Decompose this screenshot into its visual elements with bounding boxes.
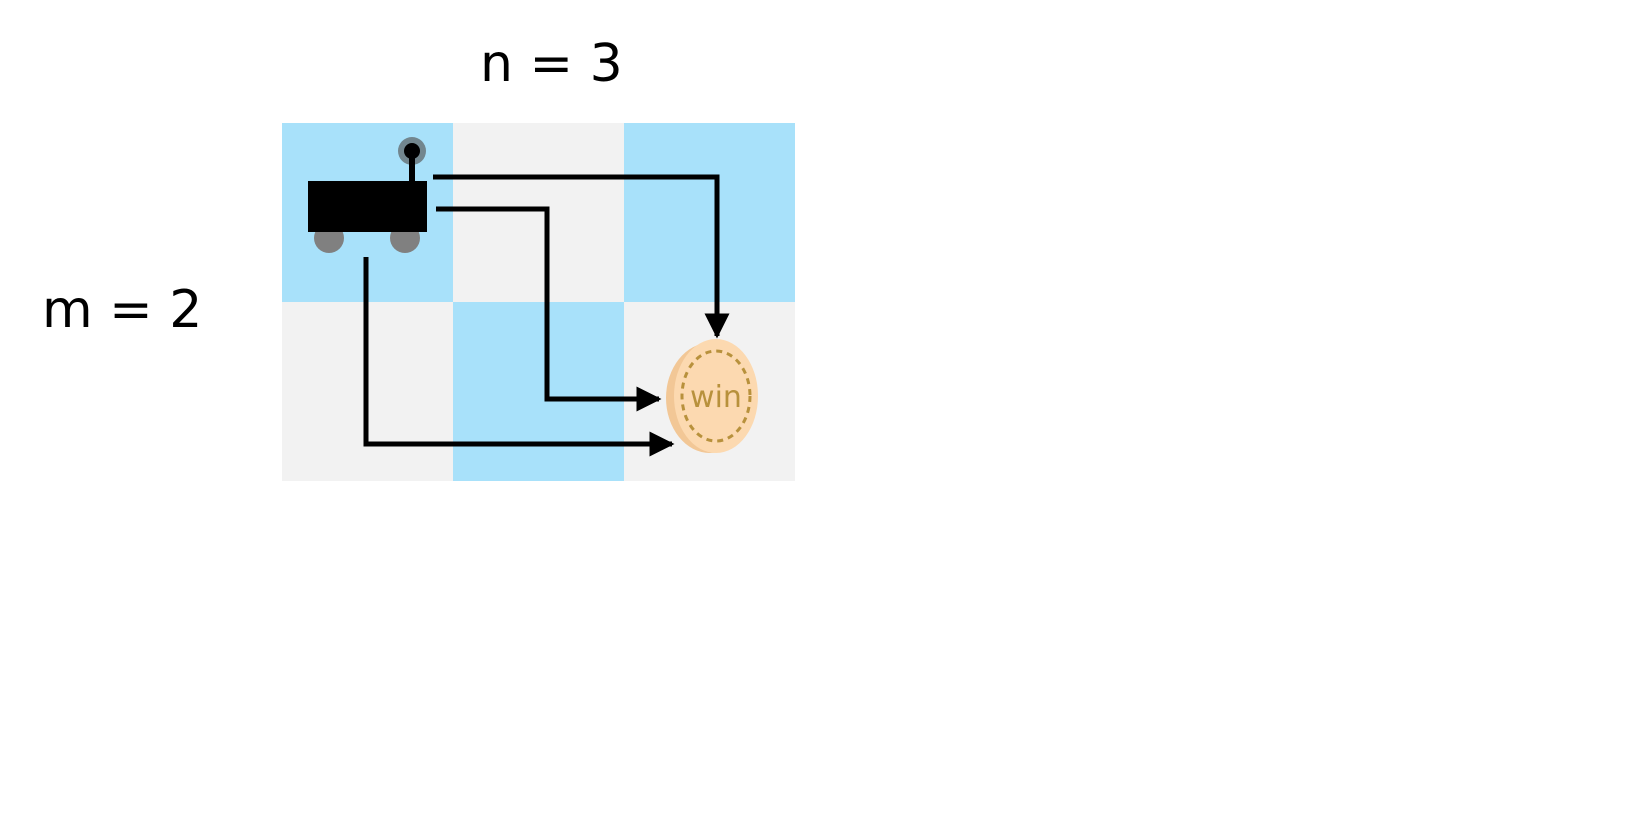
path-right-down-right <box>436 206 662 412</box>
robot-icon <box>308 137 427 253</box>
columns-label: n = 3 <box>480 34 623 94</box>
grid-cell-r1-c3 <box>624 123 795 302</box>
path-right-then-down <box>433 174 730 339</box>
coin-dashed-ring <box>680 349 752 443</box>
coin-face <box>674 339 758 453</box>
path-down-then-right <box>363 257 675 457</box>
coin-icon: win <box>666 339 758 453</box>
robot-body <box>308 181 427 232</box>
rows-label: m = 2 <box>42 280 203 340</box>
paths <box>363 174 730 457</box>
grid-cell-r1-c2 <box>453 123 624 302</box>
coin-label: win <box>690 380 742 415</box>
robot-antenna-stem <box>409 151 415 183</box>
grid-cell-r2-c2 <box>453 302 624 481</box>
